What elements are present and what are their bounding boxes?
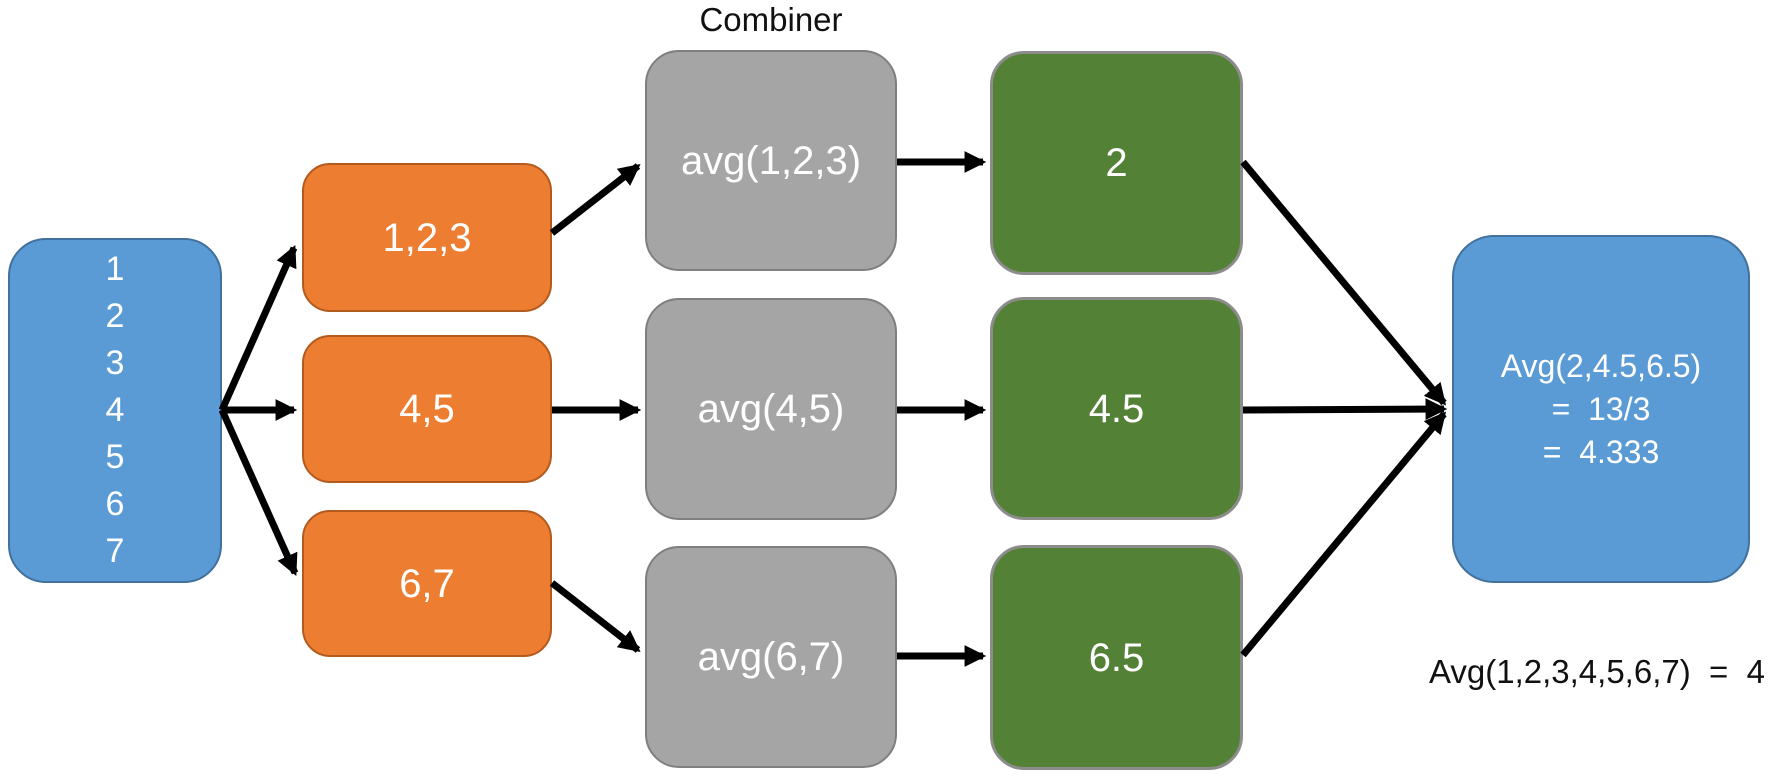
result-node-label: 6.5 <box>1088 635 1145 680</box>
input-value: 3 <box>105 344 125 382</box>
diagram-title: Combiner <box>699 1 843 38</box>
input-data-node: 1 2 3 4 5 6 7 <box>8 238 222 583</box>
input-value: 6 <box>105 485 125 523</box>
combiner-node-label: avg(4,5) <box>697 387 845 431</box>
split-node-label: 1,2,3 <box>382 215 472 260</box>
combiner-node-3: avg(6,7) <box>645 546 897 768</box>
combiner-node-label: avg(6,7) <box>697 635 845 679</box>
combiner-node-label: avg(1,2,3) <box>680 138 862 183</box>
arrow-result-2-to-output <box>1242 398 1448 420</box>
output-line: = 13/3 <box>1551 390 1651 427</box>
arrow-split-1-to-combiner-1 <box>549 163 641 236</box>
output-line: = 4.333 <box>1542 433 1660 470</box>
result-node-3: 6.5 <box>990 545 1243 770</box>
split-node-3: 6,7 <box>302 510 552 657</box>
input-value: 5 <box>105 438 125 476</box>
overall-average-formula: Avg(1,2,3,4,5,6,7) = 4 <box>1428 653 1766 690</box>
arrow-input-to-split-1 <box>218 245 298 412</box>
split-node-1: 1,2,3 <box>302 163 552 312</box>
result-node-2: 4.5 <box>990 297 1243 520</box>
input-value: 4 <box>105 391 125 429</box>
result-node-1: 2 <box>990 51 1243 275</box>
arrow-result-1-to-output <box>1240 159 1447 406</box>
split-node-label: 4,5 <box>399 387 455 431</box>
output-node: Avg(2,4.5,6.5) = 13/3 = 4.333 <box>1452 235 1750 583</box>
input-value: 1 <box>105 250 125 288</box>
combiner-node-1: avg(1,2,3) <box>645 50 897 271</box>
combiner-node-2: avg(4,5) <box>645 298 897 520</box>
arrow-split-3-to-combiner-3 <box>549 580 641 653</box>
arrow-input-to-split-3 <box>218 408 299 576</box>
arrow-result-3-to-output <box>1240 411 1447 658</box>
output-line: Avg(2,4.5,6.5) <box>1500 347 1702 384</box>
split-node-label: 6,7 <box>399 561 455 606</box>
result-node-label: 4.5 <box>1088 386 1145 431</box>
result-node-label: 2 <box>1105 141 1128 185</box>
split-node-2: 4,5 <box>302 335 552 483</box>
input-value: 7 <box>105 532 125 570</box>
input-value: 2 <box>105 297 125 335</box>
